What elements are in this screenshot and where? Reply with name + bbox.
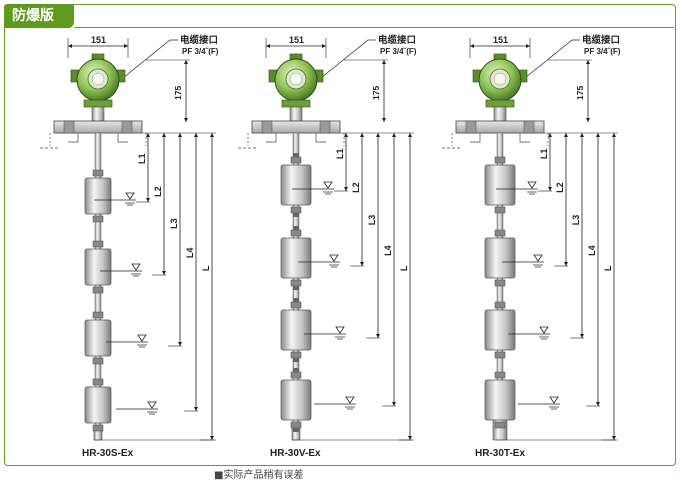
level-mark-2-2 [298, 254, 340, 268]
model-name-2: HR-30V-Ex [270, 448, 321, 459]
dimension-label-L1-2: L1 [335, 149, 345, 160]
float-1-1 [84, 169, 112, 223]
level-mark-2-3 [304, 326, 346, 340]
width-label-2: 151 [289, 35, 304, 45]
dimension-label-L3-1: L3 [169, 218, 179, 229]
float-3-1 [484, 156, 516, 214]
dimension-label-L2-3: L2 [555, 182, 565, 193]
conn-label-2: 电缆接口 [378, 34, 416, 46]
conn-spec-3: PF 3/4˝(F) [584, 47, 621, 56]
conn-leader-1 [117, 39, 178, 83]
housing-neck-1 [83, 99, 113, 108]
model-name-3: HR-30T-Ex [475, 448, 526, 459]
nipple-1 [91, 106, 105, 122]
conn-spec-1: PF 3/4˝(F) [182, 47, 219, 56]
dimension-label-L4-1: L4 [185, 248, 195, 259]
float-3-2 [484, 229, 516, 287]
nipple-3 [493, 106, 507, 122]
width-label-1: 151 [91, 35, 106, 45]
float-1-4 [84, 378, 112, 432]
dimension-label-L-3: L [603, 265, 613, 271]
footnote: ■实际产品稍有误差 [214, 470, 304, 481]
height-label-3: 175 [575, 86, 585, 100]
conn-spec-2: PF 3/4˝(F) [380, 47, 417, 56]
level-mark-3-2 [502, 254, 544, 268]
dimension-label-L2-2: L2 [351, 182, 361, 193]
conn-leader-3 [519, 39, 580, 83]
level-mark-1-2 [100, 263, 142, 277]
level-mark-2-4 [314, 396, 356, 410]
float-3-4 [484, 371, 516, 429]
level-mark-1-1 [94, 192, 136, 206]
height-label-1: 175 [173, 86, 183, 100]
float-1-2 [84, 240, 112, 294]
level-mark-3-1 [496, 181, 538, 195]
level-mark-2-1 [292, 181, 334, 195]
dimension-label-L2-1: L2 [153, 186, 163, 197]
float-1-3 [84, 311, 112, 365]
nipple-2 [289, 106, 303, 122]
float-2-1 [280, 153, 312, 217]
section-title: 防爆版 [4, 4, 74, 28]
dimension-label-L1-1: L1 [137, 154, 147, 165]
float-2-3 [280, 298, 312, 362]
dimension-label-L-1: L [201, 265, 211, 271]
content-frame [4, 4, 676, 466]
model-name-1: HR-30S-Ex [82, 448, 134, 459]
dimension-label-L4-2: L4 [383, 245, 393, 256]
level-mark-3-4 [518, 396, 560, 410]
level-mark-1-3 [106, 334, 148, 348]
dimension-label-L4-3: L4 [587, 245, 597, 256]
height-label-2: 175 [371, 86, 381, 100]
dimension-label-L3-2: L3 [367, 215, 377, 226]
conn-leader-2 [315, 39, 376, 83]
float-3-3 [484, 301, 516, 359]
dimension-label-L-2: L [399, 265, 409, 271]
housing-neck-2 [281, 99, 311, 108]
level-mark-3-3 [508, 326, 550, 340]
dimension-label-L1-3: L1 [539, 149, 549, 160]
float-2-4 [280, 368, 312, 432]
level-mark-1-4 [116, 401, 158, 415]
title-rule [74, 27, 674, 28]
conn-label-1: 电缆接口 [180, 34, 218, 46]
float-2-2 [280, 226, 312, 290]
width-label-3: 151 [493, 35, 508, 45]
conn-label-3: 电缆接口 [582, 34, 620, 46]
dimension-label-L3-3: L3 [571, 215, 581, 226]
housing-neck-3 [485, 99, 515, 108]
